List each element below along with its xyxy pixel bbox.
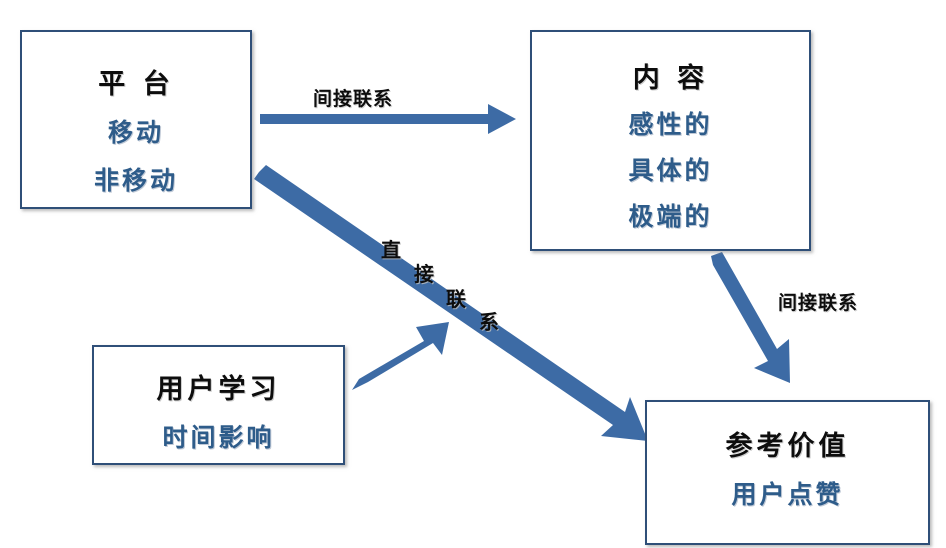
node-reference-value-sub-0: 用户点赞	[731, 480, 844, 509]
node-content-sub-2: 极端的	[628, 202, 713, 231]
node-user-learning-title: 用户学习	[156, 374, 281, 405]
node-user-learning-sub-0: 时间影响	[162, 423, 275, 452]
edge-label-platform-to-content: 间接联系	[313, 88, 394, 110]
edge-label-content-to-reference: 间接联系	[778, 292, 859, 314]
node-reference-value-title: 参考价值	[725, 431, 850, 462]
node-reference-value[interactable]: 参考价值 用户点赞	[645, 400, 930, 545]
node-platform-title: 平 台	[98, 69, 174, 100]
node-platform-sub-0: 移动	[107, 118, 164, 147]
node-content-title: 内 容	[632, 63, 709, 94]
arrow-user-learning-to-direct-link	[352, 322, 449, 390]
edge-label-platform-to-reference-char-1: 接	[414, 262, 434, 286]
node-user-learning[interactable]: 用户学习 时间影响	[92, 345, 345, 465]
node-platform-sub-1: 非移动	[93, 166, 178, 195]
node-content[interactable]: 内 容 感性的 具体的 极端的	[530, 30, 811, 251]
edge-label-platform-to-reference-char-2: 联	[446, 287, 466, 311]
node-content-sub-1: 具体的	[628, 156, 713, 185]
node-content-sub-0: 感性的	[628, 110, 713, 139]
node-platform[interactable]: 平 台 移动 非移动	[20, 30, 252, 209]
edge-label-platform-to-reference-char-3: 系	[479, 310, 499, 334]
edge-label-platform-to-reference-char-0: 直	[381, 238, 401, 262]
arrow-content-to-reference	[711, 252, 790, 383]
